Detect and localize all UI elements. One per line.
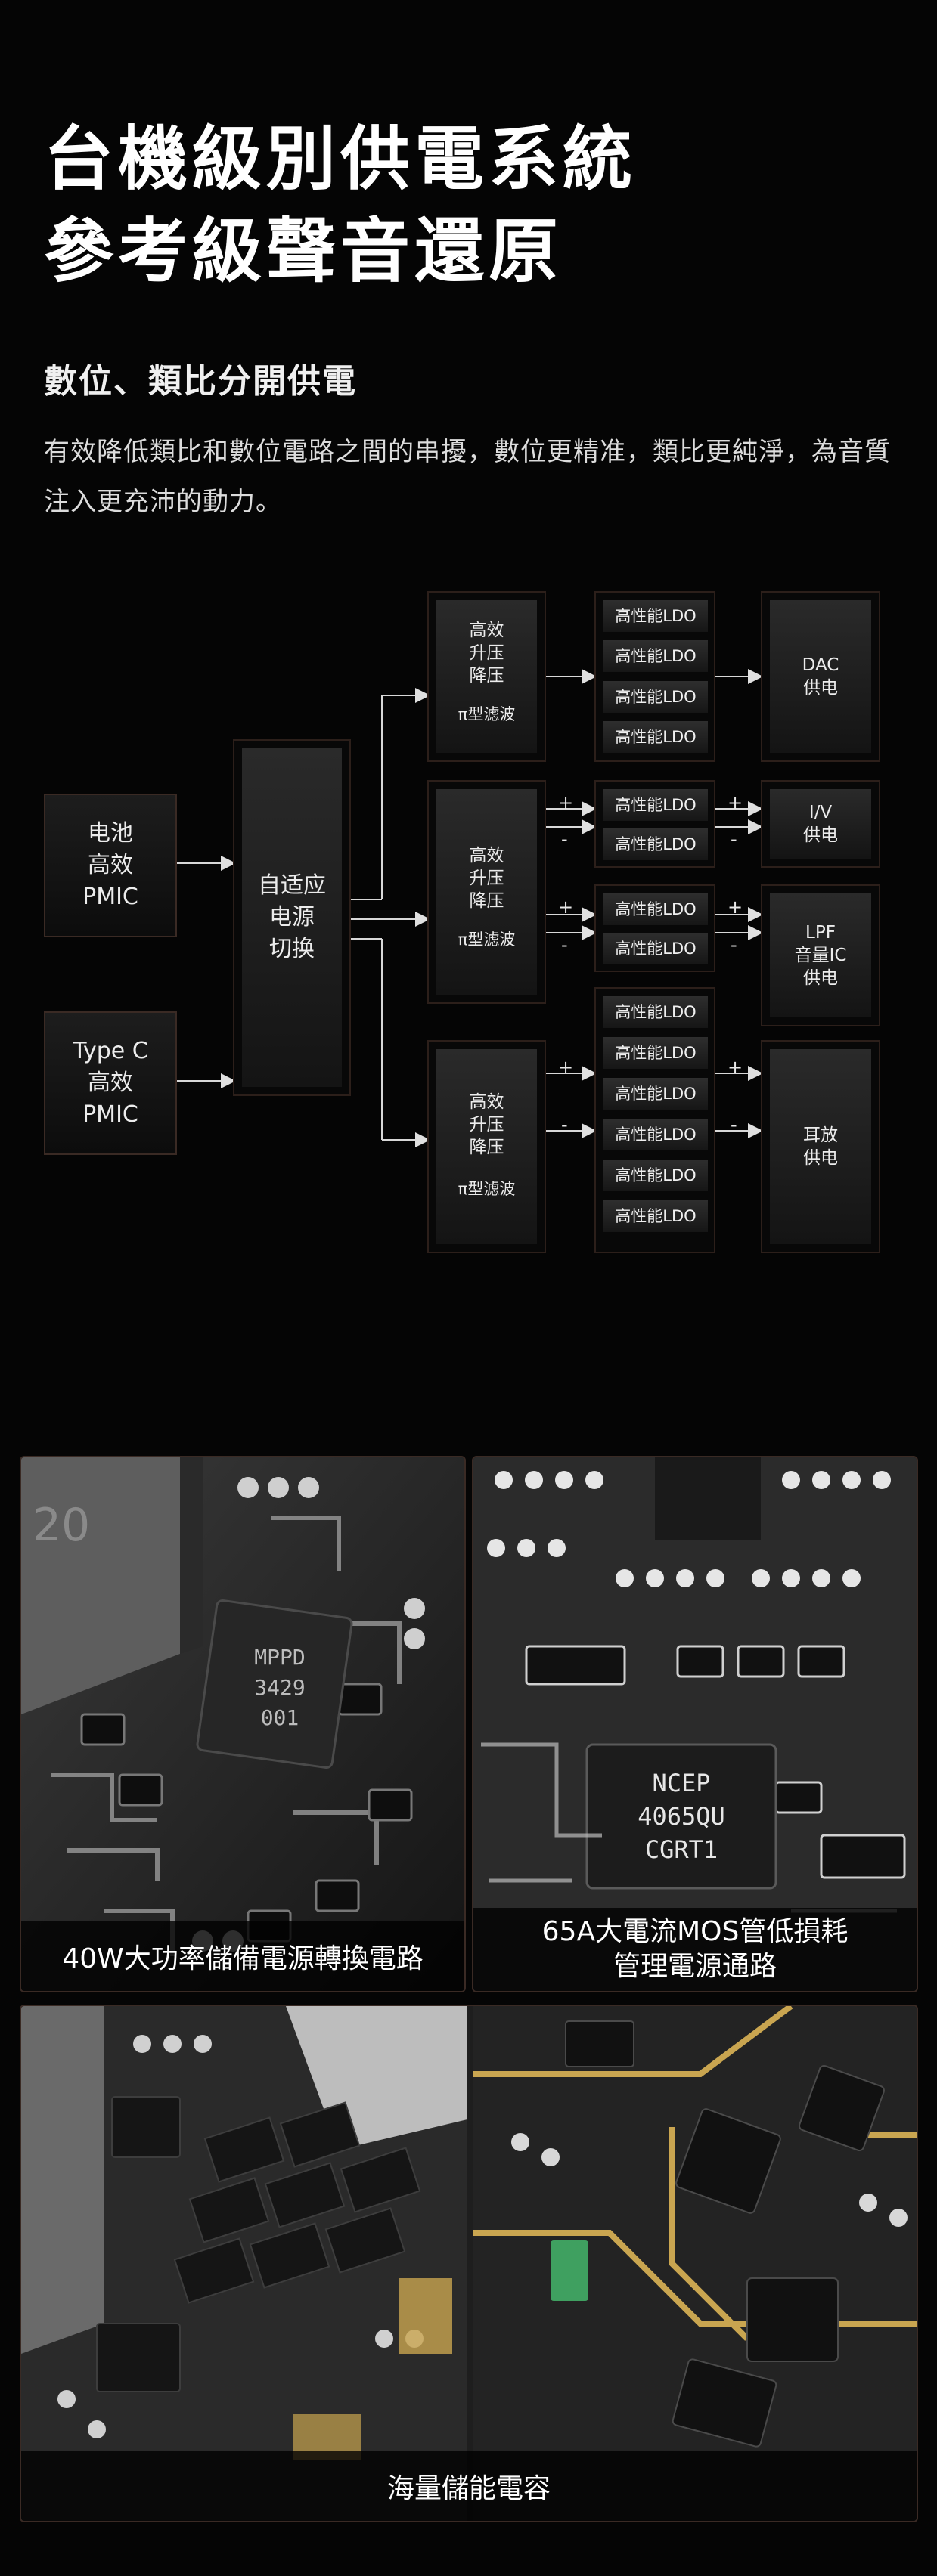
plus-sign: + <box>728 792 743 813</box>
dac-label: DAC 供电 <box>802 655 839 698</box>
diagram-wires <box>175 669 763 1147</box>
plus-sign: + <box>728 1057 743 1078</box>
photo-power-converter: MPPD 3429 001 20 40W大功率儲備電源轉換電路 <box>20 1456 466 1992</box>
lpf-label: LPF 音量IC 供电 <box>794 923 847 988</box>
minus-sign: - <box>561 1114 568 1135</box>
pcb-illustration-1 <box>21 1457 464 1991</box>
headline-line-2: 參考級聲音還原 <box>44 211 563 292</box>
battery-pmic-box: 电池 高效 PMIC <box>44 794 177 937</box>
typec-pmic-label: Type C 高效 PMIC <box>73 1038 148 1128</box>
lpf-box: LPF 音量IC 供电 <box>770 893 871 1017</box>
boost-3-frame: 高效 升压 降压 π型滤波 <box>427 1040 546 1253</box>
ldo-13: 高性能LDO <box>603 1160 708 1191</box>
boost-3-filter: π型滤波 <box>458 1180 516 1198</box>
caption-capacitors: 海量儲能電容 <box>21 2451 917 2521</box>
boost-2-filter: π型滤波 <box>458 930 516 949</box>
pcb-illustration-2 <box>473 1457 917 1991</box>
boost-1-box: 高效 升压 降压 π型滤波 <box>436 600 537 753</box>
caption-power-converter: 40W大功率儲備電源轉換電路 <box>21 1921 464 1991</box>
photo-mos-path: NCEP 4065QU CGRT1 65A大電流MOS管低損耗 管理電源通路 <box>472 1456 918 1992</box>
minus-sign: - <box>561 828 568 850</box>
headline-line-1: 台機級別供電系統 <box>44 119 638 200</box>
ldo-group-2: 高性能LDO 高性能LDO <box>594 780 715 868</box>
plus-sign: + <box>558 1057 574 1078</box>
dac-box: DAC 供电 <box>770 600 871 753</box>
ldo-8: 高性能LDO <box>603 933 708 964</box>
boost-2-box: 高效 升压 降压 π型滤波 <box>436 789 537 995</box>
boost-2-frame: 高效 升压 降压 π型滤波 <box>427 780 546 1004</box>
boost-1-title: 高效 升压 降压 <box>469 621 504 686</box>
ldo-10: 高性能LDO <box>603 1037 708 1069</box>
photo-capacitors: 海量儲能電容 <box>20 2005 918 2522</box>
amp-label: 耳放 供电 <box>803 1125 838 1168</box>
ldo-group-3: 高性能LDO 高性能LDO <box>594 884 715 972</box>
switch-label: 自适应 电源 切换 <box>258 872 326 962</box>
caption-mos-path: 65A大電流MOS管低損耗 管理電源通路 <box>473 1908 917 1991</box>
iv-frame: I/V 供电 <box>761 780 880 868</box>
boost-1-frame: 高效 升压 降压 π型滤波 <box>427 591 546 762</box>
plus-sign: + <box>558 896 574 918</box>
iv-label: I/V 供电 <box>803 803 838 845</box>
ldo-5: 高性能LDO <box>603 789 708 821</box>
ldo-9: 高性能LDO <box>603 996 708 1028</box>
description: 有效降低類比和數位電路之間的串擾，數位更精准，類比更純淨，為音質注入更充沛的動力… <box>44 437 891 517</box>
ldo-1: 高性能LDO <box>603 600 708 632</box>
ldo-12: 高性能LDO <box>603 1119 708 1150</box>
boost-3-box: 高效 升压 降压 π型滤波 <box>436 1049 537 1244</box>
headline: 台機級別供電系統 參考級聲音還原 <box>44 113 637 298</box>
ldo-6: 高性能LDO <box>603 828 708 860</box>
ldo-group-4: 高性能LDO 高性能LDO 高性能LDO 高性能LDO 高性能LDO 高性能LD… <box>594 987 715 1253</box>
subtitle: 數位、類比分開供電 <box>44 362 357 401</box>
ldo-3: 高性能LDO <box>603 681 708 713</box>
boost-2-title: 高效 升压 降压 <box>469 846 504 911</box>
ldo-14: 高性能LDO <box>603 1200 708 1232</box>
ldo-group-1: 高性能LDO 高性能LDO 高性能LDO 高性能LDO <box>594 591 715 762</box>
minus-sign: - <box>561 934 568 955</box>
plus-sign: + <box>728 896 743 918</box>
plus-sign: + <box>558 792 574 813</box>
ldo-7: 高性能LDO <box>603 893 708 925</box>
lpf-frame: LPF 音量IC 供电 <box>761 884 880 1026</box>
typec-pmic-box: Type C 高效 PMIC <box>44 1011 177 1155</box>
ldo-4: 高性能LDO <box>603 721 708 753</box>
ldo-2: 高性能LDO <box>603 640 708 672</box>
switch-box: 自适应 电源 切换 <box>242 748 342 1087</box>
chip-marking-2: NCEP 4065QU CGRT1 <box>638 1769 725 1864</box>
dac-frame: DAC 供电 <box>761 591 880 762</box>
pcb-illustration-3 <box>21 2006 917 2521</box>
boost-3-title: 高效 升压 降压 <box>469 1092 504 1157</box>
minus-sign: - <box>731 1114 737 1135</box>
board-mark: 20 <box>32 1499 91 1552</box>
battery-pmic-label: 电池 高效 PMIC <box>82 820 138 910</box>
amp-frame: 耳放 供电 <box>761 1040 880 1253</box>
power-diagram: 电池 高效 PMIC Type C 高效 PMIC 自适应 电源 切换 高效 升… <box>0 574 937 1255</box>
iv-box: I/V 供电 <box>770 789 871 859</box>
boost-1-filter: π型滤波 <box>458 705 516 723</box>
chip-marking-1: MPPD 3429 001 <box>254 1645 306 1730</box>
minus-sign: - <box>731 934 737 955</box>
ldo-11: 高性能LDO <box>603 1078 708 1110</box>
minus-sign: - <box>731 828 737 850</box>
switch-frame: 自适应 电源 切换 <box>233 739 351 1096</box>
amp-box: 耳放 供电 <box>770 1049 871 1244</box>
